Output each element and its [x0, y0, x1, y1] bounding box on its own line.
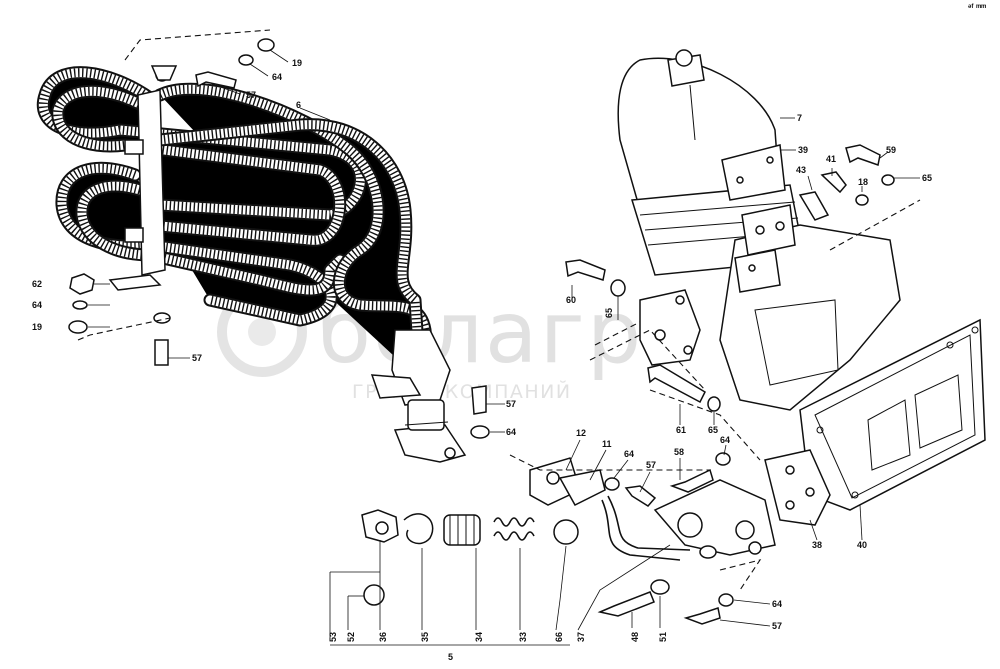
callout-33: 33 [518, 632, 528, 642]
callout-64: 64 [624, 449, 634, 459]
callout-11: 11 [602, 439, 612, 449]
callout-65: 65 [708, 425, 718, 435]
callout-66: 66 [554, 632, 564, 642]
callout-52: 52 [346, 632, 356, 642]
pipe-11 [558, 469, 691, 561]
callout-64: 64 [272, 72, 282, 82]
callout-34: 34 [474, 632, 484, 642]
callout-36: 36 [378, 632, 388, 642]
callout-19: 19 [32, 322, 42, 332]
callout-57: 57 [192, 353, 202, 363]
callout-64: 64 [720, 435, 730, 445]
callout-35: 35 [420, 632, 430, 642]
callout-41: 41 [826, 154, 836, 164]
callout-7: 7 [797, 113, 802, 123]
callout-53: 53 [328, 632, 338, 642]
callout-43: 43 [796, 165, 806, 175]
callout-48: 48 [630, 632, 640, 642]
callout-57: 57 [506, 399, 516, 409]
callout-58: 58 [674, 447, 684, 457]
callout-18: 18 [858, 177, 868, 187]
callout-39: 39 [798, 145, 808, 155]
corner-mark: ᵊᶠ ᵐᵐ [968, 2, 986, 12]
callout-59: 59 [886, 145, 896, 155]
hose-bracket [108, 65, 178, 291]
assembly-lines [77, 29, 921, 591]
gasket-40 [799, 318, 986, 511]
callout-64: 64 [772, 599, 782, 609]
callout-64: 64 [32, 300, 42, 310]
callout-61: 61 [676, 425, 686, 435]
callout-6: 6 [296, 100, 301, 110]
callout-65: 65 [604, 308, 614, 318]
callout-51: 51 [658, 632, 668, 642]
fitting-37 [653, 479, 776, 556]
oil-filter-assembly [617, 49, 901, 411]
callout-62: 62 [32, 279, 42, 289]
callout-37: 37 [576, 632, 586, 642]
valve-parts-row [361, 509, 579, 606]
callout-57: 57 [246, 90, 256, 100]
callout-12: 12 [576, 428, 586, 438]
plate-38 [764, 449, 831, 526]
callout-40: 40 [857, 540, 867, 550]
callout-19: 19 [292, 58, 302, 68]
callout-57: 57 [772, 621, 782, 631]
callout-38: 38 [812, 540, 822, 550]
callout-65: 65 [922, 173, 932, 183]
callout-5: 5 [448, 652, 453, 662]
hose-fitting-block [370, 329, 467, 463]
oil-flange [639, 289, 701, 366]
callout-64: 64 [506, 427, 516, 437]
callout-60: 60 [566, 295, 576, 305]
callout-labels: 19 64 57 6 62 64 19 57 7 39 41 59 43 18 … [32, 58, 932, 662]
hardware [68, 38, 895, 625]
callout-57: 57 [646, 460, 656, 470]
leader-lines [88, 49, 920, 646]
